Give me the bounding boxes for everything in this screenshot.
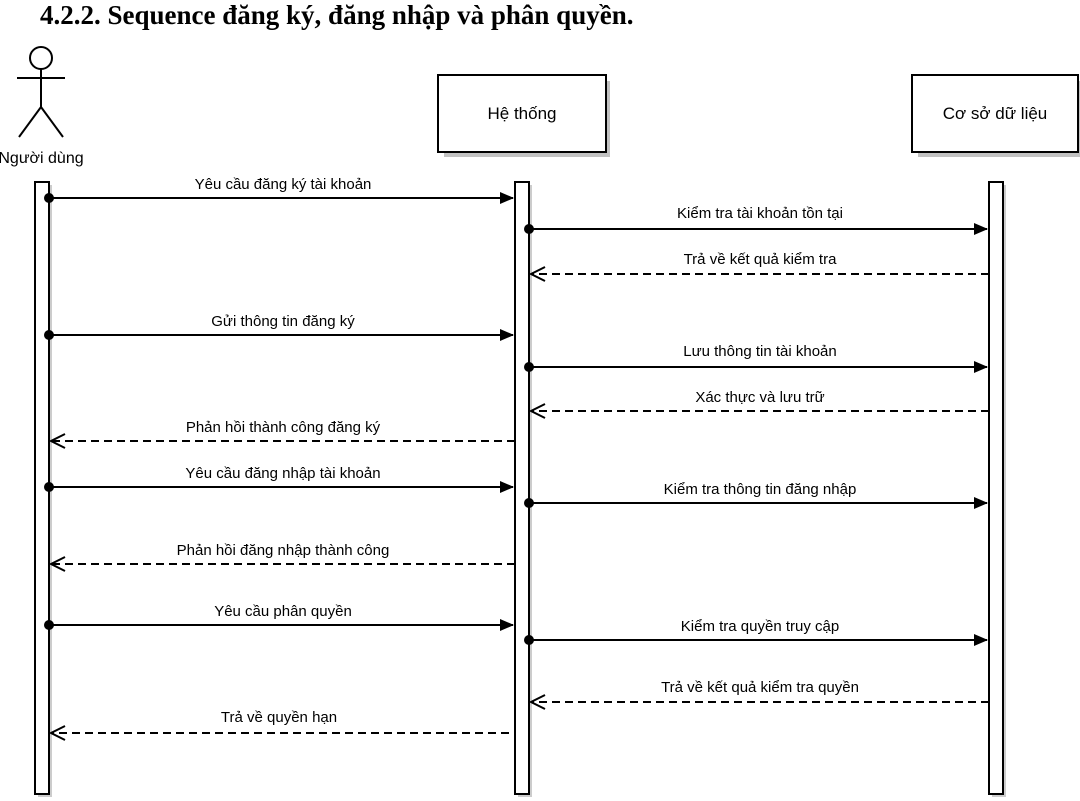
message-7-label: Yêu cầu đăng nhập tài khoản — [185, 465, 380, 482]
participant-db: Cơ sở dữ liệu — [911, 74, 1080, 157]
message-1-label: Kiểm tra tài khoản tồn tại — [677, 205, 843, 222]
message-9-label: Phản hồi đăng nhập thành công — [177, 542, 390, 559]
message-5-label: Xác thực và lưu trữ — [695, 389, 824, 406]
actor-leg-right — [40, 106, 64, 138]
message-0: Yêu cầu đăng ký tài khoản — [44, 176, 514, 204]
message-5: Xác thực và lưu trữ — [531, 389, 989, 411]
message-2-label: Trả về kết quả kiểm tra — [684, 251, 837, 268]
actor-user-label: Người dùng — [0, 150, 84, 167]
message-10: Yêu cầu phân quyền — [44, 603, 514, 631]
participant-system: Hệ thống — [437, 74, 610, 157]
message-2: Trả về kết quả kiểm tra — [531, 251, 989, 274]
message-11: Kiểm tra quyền truy cập — [524, 618, 988, 646]
message-8: Kiểm tra thông tin đăng nhập — [524, 481, 988, 509]
message-4-label: Lưu thông tin tài khoản — [683, 343, 837, 360]
actor-leg-left — [18, 106, 42, 138]
activation-system — [514, 181, 532, 797]
message-3: Gửi thông tin đăng ký — [44, 313, 514, 341]
participant-db-label: Cơ sở dữ liệu — [943, 104, 1048, 123]
message-11-label: Kiểm tra quyền truy cập — [681, 618, 839, 635]
actor-head — [29, 46, 53, 70]
activation-db — [988, 181, 1006, 797]
message-7: Yêu cầu đăng nhập tài khoản — [44, 465, 514, 493]
section-title: 4.2.2. Sequence đăng ký, đăng nhập và ph… — [40, 0, 634, 30]
message-9: Phản hồi đăng nhập thành công — [51, 542, 515, 564]
message-12-label: Trả về kết quả kiểm tra quyền — [661, 679, 859, 696]
message-6-label: Phản hồi thành công đăng ký — [186, 419, 381, 436]
message-10-label: Yêu cầu phân quyền — [214, 603, 352, 620]
message-8-label: Kiểm tra thông tin đăng nhập — [664, 481, 857, 498]
message-0-label: Yêu cầu đăng ký tài khoản — [195, 176, 372, 193]
message-13-label: Trả về quyền hạn — [221, 709, 337, 726]
message-6: Phản hồi thành công đăng ký — [51, 419, 515, 441]
participant-system-label: Hệ thống — [488, 104, 557, 123]
message-13: Trả về quyền hạn — [51, 709, 509, 733]
message-3-label: Gửi thông tin đăng ký — [211, 313, 355, 330]
activation-user — [34, 181, 52, 797]
message-4: Lưu thông tin tài khoản — [524, 343, 988, 373]
message-12: Trả về kết quả kiểm tra quyền — [531, 679, 989, 702]
message-1: Kiểm tra tài khoản tồn tại — [524, 205, 988, 235]
actor-user — [17, 46, 65, 138]
